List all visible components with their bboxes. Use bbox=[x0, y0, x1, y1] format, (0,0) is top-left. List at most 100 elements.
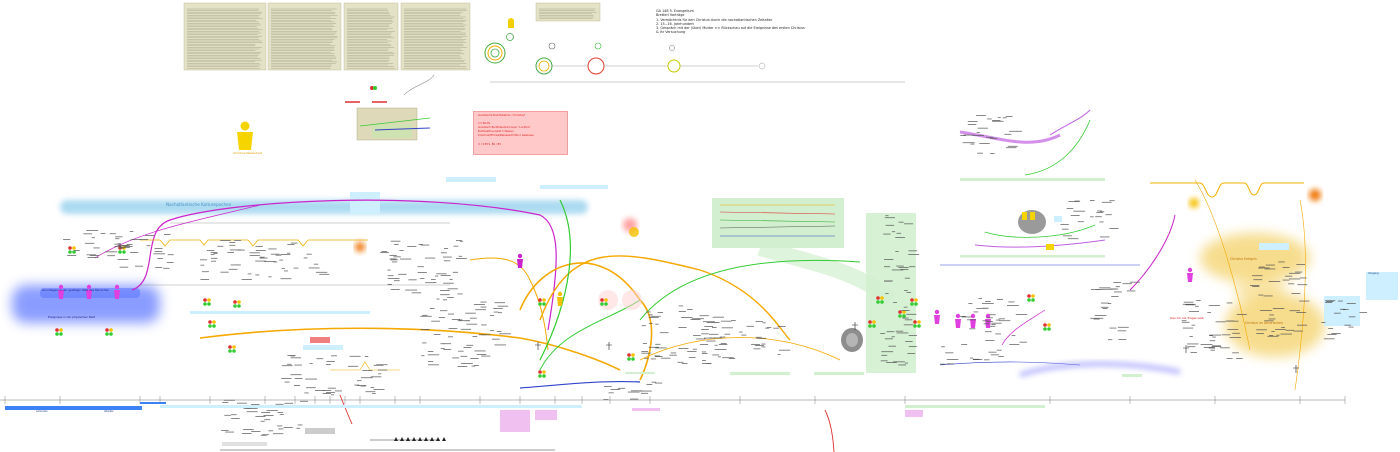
pink-note-line: Krischna/Phrösis/Beiseeschritte ö Gewiss… bbox=[478, 134, 535, 137]
annotation-mark bbox=[946, 363, 955, 365]
annotation-mark bbox=[389, 255, 397, 256]
side-note-title: Vorgang bbox=[1368, 272, 1379, 275]
annotation-mark bbox=[444, 248, 449, 249]
annotation-mark bbox=[230, 264, 238, 266]
annotation-mark bbox=[431, 279, 436, 280]
annotation-mark bbox=[687, 309, 693, 310]
annotation-mark bbox=[886, 331, 895, 333]
annotation-mark bbox=[898, 221, 904, 223]
annotation-mark bbox=[988, 351, 997, 353]
annotation-mark bbox=[969, 328, 976, 330]
arrow-icon bbox=[394, 437, 398, 441]
annotation-mark bbox=[360, 385, 366, 387]
annotation-mark bbox=[895, 330, 904, 332]
annotation-mark bbox=[995, 319, 1000, 321]
annotation-mark bbox=[255, 260, 267, 262]
annotation-mark bbox=[448, 313, 454, 315]
annotation-mark bbox=[1118, 339, 1127, 340]
green-panels bbox=[712, 198, 916, 373]
annotation-mark bbox=[891, 336, 895, 338]
annotation-mark bbox=[436, 298, 440, 300]
annotation-mark bbox=[393, 256, 401, 258]
annotation-mark bbox=[1185, 304, 1196, 306]
annotation-mark bbox=[701, 329, 709, 330]
annotation-mark bbox=[1282, 279, 1290, 281]
annotation-mark bbox=[481, 355, 491, 357]
annotation-mark bbox=[1096, 212, 1103, 213]
annotation-mark bbox=[1101, 302, 1109, 304]
annotation-mark bbox=[471, 365, 476, 367]
annotation-mark bbox=[995, 333, 1001, 335]
annotation-mark bbox=[283, 427, 293, 428]
annotation-mark bbox=[290, 357, 301, 359]
annotation-mark bbox=[420, 278, 425, 279]
annotation-mark bbox=[440, 252, 447, 254]
annotation-mark bbox=[893, 302, 897, 303]
annotation-mark bbox=[690, 319, 701, 320]
annotation-mark bbox=[263, 261, 276, 262]
annotation-mark bbox=[373, 364, 384, 366]
annotation-mark bbox=[692, 348, 697, 350]
annotation-mark bbox=[1327, 334, 1337, 335]
annotation-mark bbox=[884, 338, 893, 340]
annotation-mark bbox=[678, 327, 687, 328]
annotation-mark bbox=[459, 319, 463, 321]
annotation-mark bbox=[1229, 337, 1241, 338]
human-figure-icon bbox=[557, 291, 563, 306]
annotation-mark bbox=[210, 260, 216, 262]
annotation-mark bbox=[987, 118, 992, 120]
annotation-mark bbox=[657, 312, 663, 313]
annotation-mark bbox=[117, 259, 129, 260]
annotation-mark bbox=[357, 385, 367, 386]
annotation-mark bbox=[1236, 314, 1247, 315]
annotation-mark bbox=[1344, 324, 1351, 326]
annotation-mark bbox=[655, 382, 663, 384]
annotation-mark bbox=[63, 239, 71, 240]
annotation-mark bbox=[111, 251, 118, 253]
annotation-mark bbox=[119, 266, 129, 268]
annotation-mark bbox=[903, 324, 914, 326]
annotation-mark bbox=[1182, 303, 1195, 305]
annotation-mark bbox=[963, 134, 974, 136]
annotation-mark bbox=[754, 345, 764, 346]
annotation-mark bbox=[440, 294, 450, 296]
annotation-mark bbox=[969, 357, 974, 359]
annotation-mark bbox=[641, 352, 651, 354]
annotation-mark bbox=[1271, 331, 1275, 332]
annotation-mark bbox=[886, 362, 897, 363]
annotation-mark bbox=[1181, 320, 1187, 322]
annotation-mark bbox=[714, 349, 727, 350]
annotation-mark bbox=[906, 313, 917, 315]
annotation-mark bbox=[217, 245, 224, 247]
annotation-mark bbox=[881, 354, 888, 356]
annotation-mark bbox=[604, 386, 612, 387]
annotation-mark bbox=[904, 277, 910, 279]
annotation-mark bbox=[365, 356, 369, 357]
annotation-mark bbox=[1289, 310, 1300, 312]
annotation-mark bbox=[961, 344, 968, 345]
annotation-mark bbox=[617, 387, 626, 389]
annotation-mark bbox=[972, 359, 983, 360]
annotation-mark bbox=[287, 363, 292, 365]
annotation-mark bbox=[701, 353, 708, 354]
annotation-mark bbox=[1099, 221, 1104, 223]
annotation-mark bbox=[1267, 335, 1279, 337]
annotation-mark bbox=[251, 431, 261, 432]
annotation-mark bbox=[984, 359, 990, 361]
annotation-mark bbox=[610, 389, 621, 390]
annotation-mark bbox=[1232, 352, 1239, 354]
annotation-mark bbox=[1062, 235, 1072, 237]
annotation-mark bbox=[640, 390, 652, 392]
traffic-light-icon bbox=[208, 320, 216, 328]
annotation-mark bbox=[756, 337, 767, 339]
annotation-mark bbox=[1259, 266, 1265, 268]
annotation-mark bbox=[259, 256, 265, 258]
traffic-light-icon bbox=[538, 298, 546, 306]
traffic-light-icon bbox=[913, 320, 921, 328]
annotation-mark bbox=[712, 316, 724, 318]
annotation-mark bbox=[996, 349, 1002, 351]
human-figure-icon bbox=[1187, 267, 1193, 282]
annotation-mark bbox=[1268, 318, 1276, 320]
human-figure-icon bbox=[934, 309, 940, 324]
annotation-mark bbox=[1188, 311, 1199, 312]
